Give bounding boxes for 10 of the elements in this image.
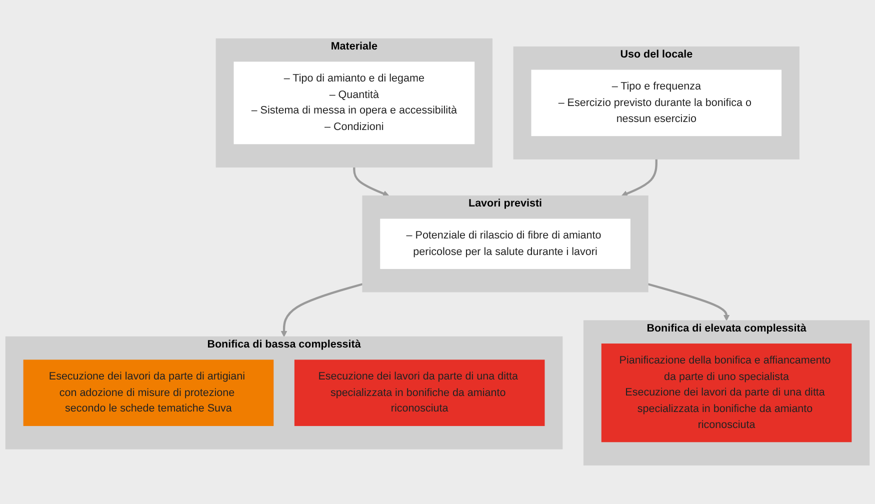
arrow xyxy=(353,167,390,197)
node-box: Esecuzione dei lavori da parte di una ditta specializzata in bonifiche da amianto riconosciuta xyxy=(294,360,545,426)
node-box: Pianificazione della bonifica e affiancamento da parte di uno specialista Esecuzione dei lavori da parte di una ditta specializzata in bonifiche da amianto riconosciuta xyxy=(601,344,852,442)
node-box: – Tipo e frequenza – Esercizio previsto durante la bonifica o nessun esercizio xyxy=(531,70,782,136)
arrow xyxy=(280,283,363,338)
node-box: – Potenziale di rilascio di fibre di amianto pericolose per la salute durante i lavori xyxy=(380,218,630,270)
arrow xyxy=(648,283,730,321)
node-box: Esecuzione dei lavori da parte di artigiani con adozione di misure di protezione secondo le schede tematiche Suva xyxy=(23,360,274,426)
arrow xyxy=(621,159,658,197)
node-box: – Tipo di amianto e di legame – Quantità – Sistema di messa in opera e accessibilità – Condizioni xyxy=(234,62,475,144)
